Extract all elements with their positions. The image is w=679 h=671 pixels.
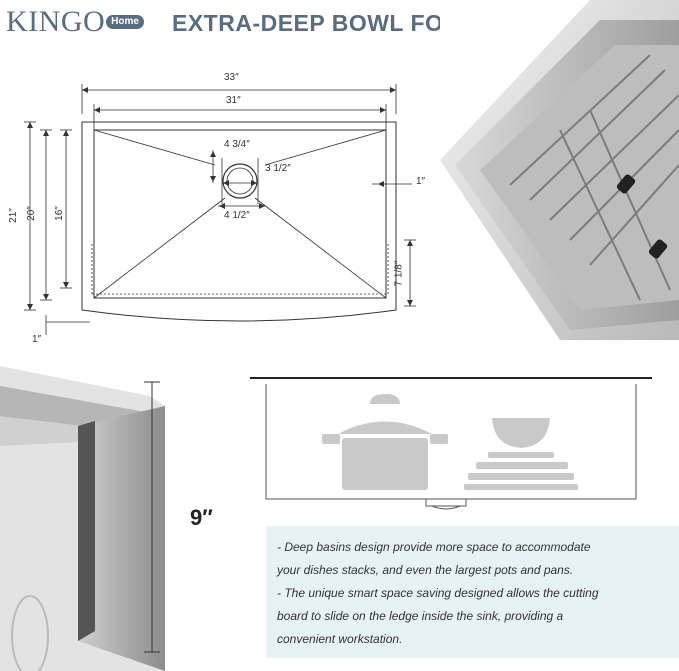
description-line: board to slide on the ledge inside the s… [277,609,564,623]
dim-rim-bottom: 1″ [32,334,42,345]
pot-icon [322,394,448,490]
dim-drain-bottom: 4 1/2″ [224,210,250,221]
description-line: - Deep basins design provide more space … [277,540,591,554]
dim-front-height: 7 1/8″ [393,260,405,287]
dim-bowl-depth: 20″ [25,206,37,221]
dim-rim-right: 1″ [416,176,426,187]
dim-outer-width: 33″ [224,72,239,83]
bowl-height-dimension [144,381,160,653]
description-line: convenient workstation. [277,632,403,646]
description-panel: - Deep basins design provide more space … [266,526,679,658]
description-line: your dishes stacks, and even the largest… [277,563,574,577]
dim-basin-depth: 16″ [53,206,65,221]
dim-drain-diameter: 3 1/2″ [265,163,291,174]
brand-name: KINGO [6,5,106,38]
sink-side-photo [0,366,180,671]
sink-cross-section [250,377,652,510]
brand-tag: Home [106,15,144,29]
sink-dimension-diagram [24,84,416,335]
dim-drain-top: 4 3/4″ [224,139,250,150]
dim-inner-width: 31″ [226,95,241,106]
sink-corner-photo [440,0,679,340]
dim-outer-depth: 21″ [7,208,19,223]
description-line: - The unique smart space saving designed… [277,586,599,600]
dim-bowl-height: 9″ [190,505,213,530]
dishes-stack-icon [464,418,578,490]
brand-logo: KINGO Home [6,6,144,38]
